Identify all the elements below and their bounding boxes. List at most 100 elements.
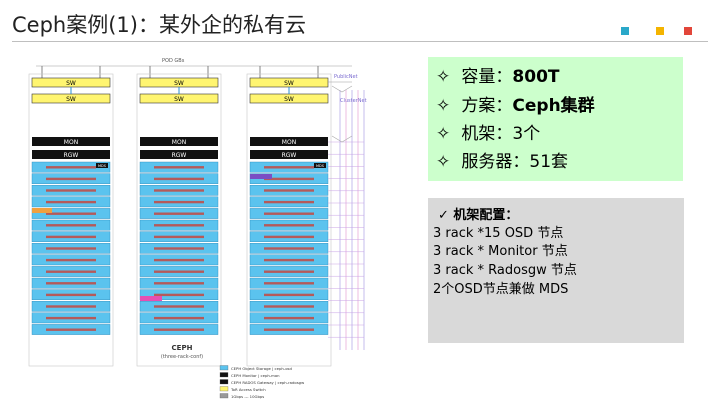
summary-servers: ✧ 服务器：51套 [436, 152, 569, 172]
osd-disk-bar [46, 212, 96, 215]
mds-tag-label: MDS [98, 164, 107, 168]
osd-disk-bar [154, 282, 204, 285]
legend-label: CEPH Monitor | ceph-mon [231, 373, 280, 378]
diamond-icon: ✧ [436, 96, 451, 116]
title-divider [12, 41, 708, 42]
osd-disk-bar [46, 200, 96, 204]
osd-disk-bar [154, 328, 204, 331]
osd-disk-bar [264, 328, 314, 331]
legend-label: CEPH Object Storage | ceph-osd [231, 366, 293, 371]
osd-disk-bar [264, 200, 314, 204]
osd-disk-bar [46, 166, 96, 169]
legend-label: ToR Access Switch [230, 387, 266, 392]
accent-dot-blue [621, 27, 629, 35]
osd-disk-bar [46, 316, 96, 320]
osd-disk-bar [46, 224, 96, 227]
osd-disk-bar [46, 235, 96, 239]
mds-tag [314, 163, 326, 168]
legend-swatch [219, 372, 229, 378]
osd-disk-bar [264, 166, 314, 169]
osd-disk-bar [154, 177, 204, 181]
osd-disk-bar [46, 328, 96, 331]
summary-capacity: ✧ 容量：800T [436, 67, 560, 87]
osd-disk-bar [264, 224, 314, 227]
public-net-fork [331, 85, 353, 93]
diagram-caption: CEPH [172, 344, 193, 352]
osd-disk-bar [154, 293, 204, 297]
osd-disk-bar [264, 189, 314, 192]
osd-disk-bar [264, 212, 314, 215]
osd-disk-bar [264, 293, 314, 297]
summary-solution: ✧ 方案：Ceph集群 [436, 96, 595, 116]
osd-disk-bar [264, 177, 314, 181]
cluster-net-fork [331, 135, 353, 143]
public-net-label: PublicNet [334, 74, 358, 80]
switch-label: SW [284, 96, 294, 103]
slide-title: Ceph案例(1)：某外企的私有云 [12, 13, 306, 37]
osd-disk-bar [154, 316, 204, 320]
osd-disk-bar [46, 282, 96, 285]
switch-label: SW [174, 80, 184, 87]
legend-swatch [219, 386, 229, 392]
rgw-label: RGW [172, 152, 187, 159]
osd-disk-bar [154, 305, 204, 308]
accent-dot-red [684, 27, 692, 35]
osd-disk-bar [154, 224, 204, 227]
rack-config-box: ✓ 机架配置： 3 rack *15 OSD 节点 3 rack * Monit… [428, 198, 684, 343]
diamond-icon: ✧ [436, 152, 451, 172]
osd-disk-bar [154, 247, 204, 250]
rack-frame [136, 73, 222, 367]
config-line-osd: 3 rack *15 OSD 节点 [433, 226, 564, 241]
legend-swatch [219, 393, 229, 399]
mon-node [140, 137, 218, 146]
osd-disk-bar [264, 282, 314, 285]
osd-disk-bar [46, 305, 96, 308]
switch-label: SW [174, 96, 184, 103]
osd-disk-bar [264, 270, 314, 273]
mds-tag-label: MDS [316, 164, 325, 168]
osd-disk-bar [46, 293, 96, 297]
osd-disk-bar [46, 258, 96, 262]
osd-disk-bar [264, 247, 314, 250]
diagram-subcaption: (three-rack-conf) [161, 354, 203, 360]
osd-disk-bar [264, 305, 314, 308]
highlight-node-orange [32, 208, 52, 213]
osd-disk-bar [154, 212, 204, 215]
rack-frame [28, 73, 114, 367]
osd-disk-bar [154, 166, 204, 169]
rgw-node [140, 150, 218, 159]
osd-disk-bar [154, 270, 204, 273]
rgw-node [250, 150, 328, 159]
switch-label: SW [284, 80, 294, 87]
accent-dot-yellow [656, 27, 664, 35]
config-line-radosgw: 3 rack * Radosgw 节点 [433, 263, 577, 278]
legend-label: CEPH RADOS Gateway | ceph-radosgw [231, 380, 304, 385]
highlight-node-pink [140, 296, 162, 301]
highlight-node-purple [250, 174, 272, 179]
rack-config-heading: ✓ 机架配置： [438, 208, 519, 223]
rack-frame [246, 73, 332, 367]
mon-label: MON [282, 139, 296, 146]
osd-disk-bar [46, 177, 96, 181]
config-line-monitor: 3 rack * Monitor 节点 [433, 244, 568, 259]
switch-label: SW [66, 80, 76, 87]
rgw-node [32, 150, 110, 159]
osd-disk-bar [46, 270, 96, 273]
osd-disk-bar [154, 258, 204, 262]
mon-node [250, 137, 328, 146]
osd-disk-bar [264, 235, 314, 239]
legend-swatch [219, 365, 229, 371]
legend-label: 1Gbps --- 10Gbps [231, 394, 264, 399]
mon-label: MON [64, 139, 78, 146]
osd-disk-bar [46, 247, 96, 250]
mds-tag [96, 163, 108, 168]
osd-disk-bar [264, 258, 314, 262]
rgw-label: RGW [64, 152, 79, 159]
summary-box: ✧ 容量：800T ✧ 方案：Ceph集群 ✧ 机架：3个 ✧ 服务器：51套 [428, 57, 683, 181]
diamond-icon: ✧ [436, 67, 451, 87]
top-bus-label: POD GBs [162, 58, 185, 64]
osd-disk-bar [154, 235, 204, 239]
legend-swatch [219, 379, 229, 385]
osd-disk-bar [154, 189, 204, 192]
